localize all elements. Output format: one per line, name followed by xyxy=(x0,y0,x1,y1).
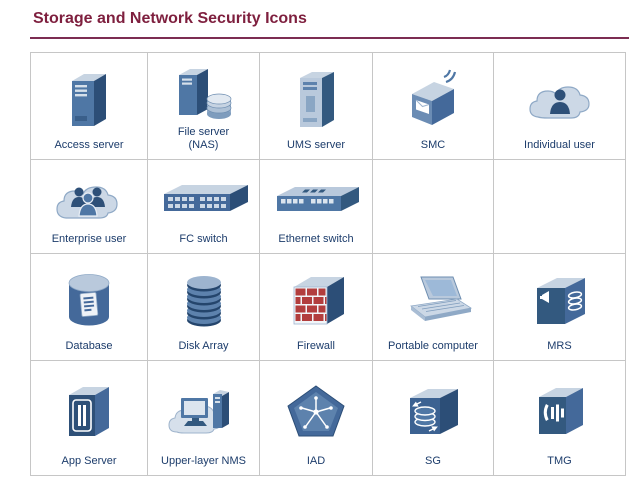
title-divider xyxy=(30,37,629,39)
icon-label: Database xyxy=(65,340,113,353)
grid-cell-individual-user: Individual user xyxy=(493,52,626,160)
grid-row: App Server xyxy=(30,360,626,476)
grid-cell-smc: SMC xyxy=(372,52,494,160)
mrs-icon xyxy=(529,259,591,340)
grid-cell-enterprise-user: Enterprise user xyxy=(30,159,148,254)
icon-label: Individual user xyxy=(524,139,595,152)
grid-cell-ums-server: UMS server xyxy=(259,52,373,160)
icon-label: FC switch xyxy=(179,233,228,246)
database-icon xyxy=(60,259,118,340)
icon-label: Disk Array xyxy=(178,340,229,353)
icon-label: Firewall xyxy=(297,340,335,353)
icon-label: File server (NAS) xyxy=(177,125,230,152)
access-server-icon xyxy=(62,58,116,139)
page-title: Storage and Network Security Icons xyxy=(33,10,307,27)
icon-label: Ethernet switch xyxy=(278,233,354,246)
iad-icon xyxy=(285,366,347,455)
grid-cell-mrs: MRS xyxy=(493,253,626,361)
grid-cell-firewall: Firewall xyxy=(259,253,373,361)
icon-grid: Access server xyxy=(30,52,626,476)
icon-label: UMS server xyxy=(286,139,346,152)
fc-switch-icon xyxy=(158,165,250,233)
icon-label: SG xyxy=(425,455,441,468)
icon-label: Upper-layer NMS xyxy=(161,455,246,468)
grid-cell-ethernet-switch: Ethernet switch xyxy=(259,159,373,254)
icon-label: SMC xyxy=(420,139,446,152)
icon-label: TMG xyxy=(547,455,572,468)
icon-label: Enterprise user xyxy=(51,233,127,246)
grid-row: Enterprise user xyxy=(30,159,626,254)
grid-row: Access server xyxy=(30,52,626,160)
icon-label: Portable computer xyxy=(388,340,478,353)
icon-label: MRS xyxy=(547,340,572,353)
grid-cell-empty xyxy=(493,159,626,254)
smc-icon xyxy=(400,58,466,139)
enterprise-user-icon xyxy=(50,165,128,233)
grid-cell-fc-switch: FC switch xyxy=(147,159,260,254)
file-server-nas-icon xyxy=(171,58,237,126)
sg-icon xyxy=(403,366,463,455)
grid-row: Database xyxy=(30,253,626,361)
grid-cell-disk-array: Disk Array xyxy=(147,253,260,361)
grid-cell-sg: SG xyxy=(372,360,494,476)
grid-cell-access-server: Access server xyxy=(30,52,148,160)
grid-cell-empty xyxy=(372,159,494,254)
grid-cell-file-server-nas: File server (NAS) xyxy=(147,52,260,160)
icon-label: Access server xyxy=(54,139,124,152)
grid-cell-iad: IAD xyxy=(259,360,373,476)
upper-layer-nms-icon xyxy=(163,366,245,455)
grid-cell-upper-layer-nms: Upper-layer NMS xyxy=(147,360,260,476)
portable-computer-icon xyxy=(391,259,475,340)
grid-cell-portable-computer: Portable computer xyxy=(372,253,494,361)
ethernet-switch-icon xyxy=(271,165,361,233)
grid-cell-tmg: TMG xyxy=(493,360,626,476)
icon-label: IAD xyxy=(306,455,326,468)
ums-server-icon xyxy=(288,58,344,139)
tmg-icon xyxy=(532,366,588,455)
icon-label: App Server xyxy=(61,455,117,468)
individual-user-icon xyxy=(523,58,597,139)
grid-cell-database: Database xyxy=(30,253,148,361)
grid-cell-app-server: App Server xyxy=(30,360,148,476)
disk-array-icon xyxy=(174,259,234,340)
app-server-icon xyxy=(63,366,115,455)
firewall-icon xyxy=(284,259,348,340)
